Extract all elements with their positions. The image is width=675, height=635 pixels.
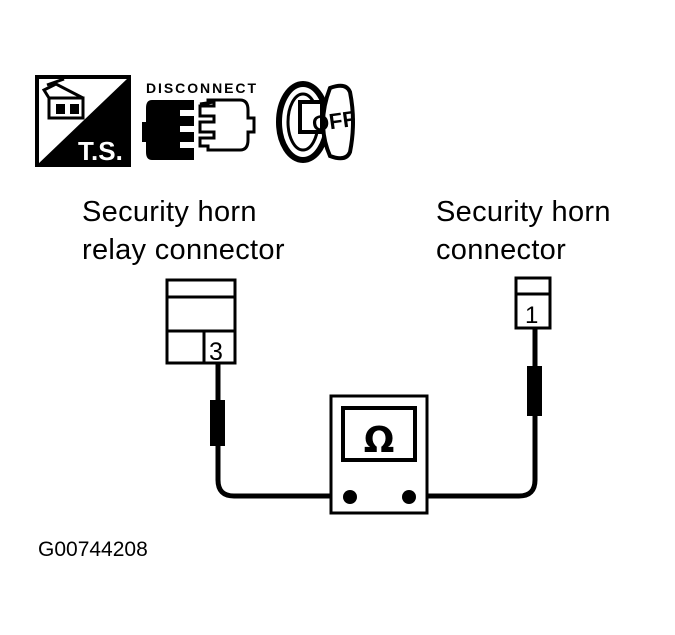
right-probe-lead (410, 328, 542, 499)
horn-connector-label: Security horn connector (436, 193, 611, 269)
horn-connector-label-line1: Security horn (436, 196, 611, 228)
horn-connector (514, 276, 552, 330)
relay-connector-label-line1: Security horn (82, 196, 257, 228)
off-text: OFF (310, 106, 357, 137)
disconnect-text: DISCONNECT (146, 80, 256, 96)
figure-id: G00744208 (38, 538, 148, 561)
ohm-symbol: Ω (364, 420, 395, 461)
ts-text: T.S. (78, 136, 123, 166)
ignition-key-off-icon (276, 81, 355, 163)
relay-terminal-number: 3 (209, 338, 223, 366)
ts-icon (35, 75, 131, 167)
ohmmeter (329, 394, 429, 515)
relay-connector-label-line2: relay connector (82, 234, 285, 266)
relay-connector-label: Security horn relay connector (82, 193, 285, 269)
left-probe-lead (210, 363, 350, 499)
meter-terminal-left (343, 490, 357, 504)
relay-connector (165, 278, 237, 365)
horn-connector-label-line2: connector (436, 234, 567, 266)
meter-terminal-right (402, 490, 416, 504)
disconnect-icon (142, 98, 256, 160)
horn-terminal-number: 1 (525, 302, 538, 329)
